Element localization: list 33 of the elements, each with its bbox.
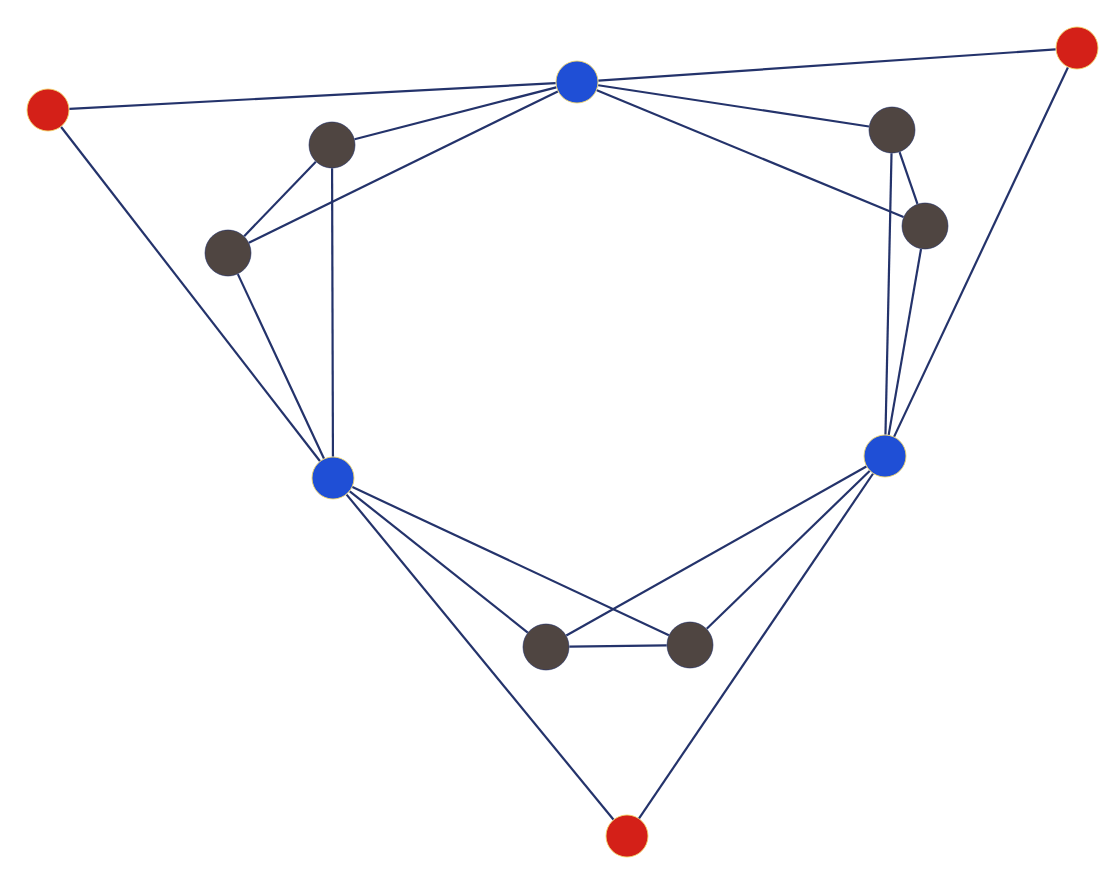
graph-edge <box>60 126 321 462</box>
graph-edge <box>345 493 615 821</box>
graph-edge <box>565 465 867 637</box>
graph-edge <box>351 486 670 637</box>
graph-edge <box>596 89 904 219</box>
graph-edge <box>898 151 919 205</box>
graph-edge <box>248 90 559 244</box>
graph-edge <box>349 490 529 634</box>
graph-edge <box>69 82 556 110</box>
graph-vertex <box>901 202 949 250</box>
graph-vertex <box>555 60 599 104</box>
graph-edge <box>598 84 870 128</box>
graph-vertex <box>863 434 907 478</box>
graph-edge <box>354 86 557 141</box>
graph-vertex <box>522 623 570 671</box>
graph-vertex <box>666 621 714 669</box>
graph-edge <box>638 473 874 819</box>
graph-edge <box>887 248 923 436</box>
graph-edge <box>884 153 893 435</box>
graph-vertex <box>868 106 916 154</box>
graph-vertex <box>26 88 70 132</box>
graph-vertex <box>311 456 355 500</box>
graph-edge <box>705 470 871 630</box>
graph-edge <box>330 168 335 457</box>
graph-vertex <box>308 121 356 169</box>
graph-edge <box>243 161 317 237</box>
graph-edge <box>236 273 325 460</box>
graph-edge <box>893 66 1069 438</box>
graph-edge <box>598 48 1056 82</box>
graph-vertex <box>204 229 252 277</box>
graph-vertex <box>605 814 649 858</box>
graph-vertex <box>1055 26 1099 70</box>
graph-edge <box>569 644 667 648</box>
